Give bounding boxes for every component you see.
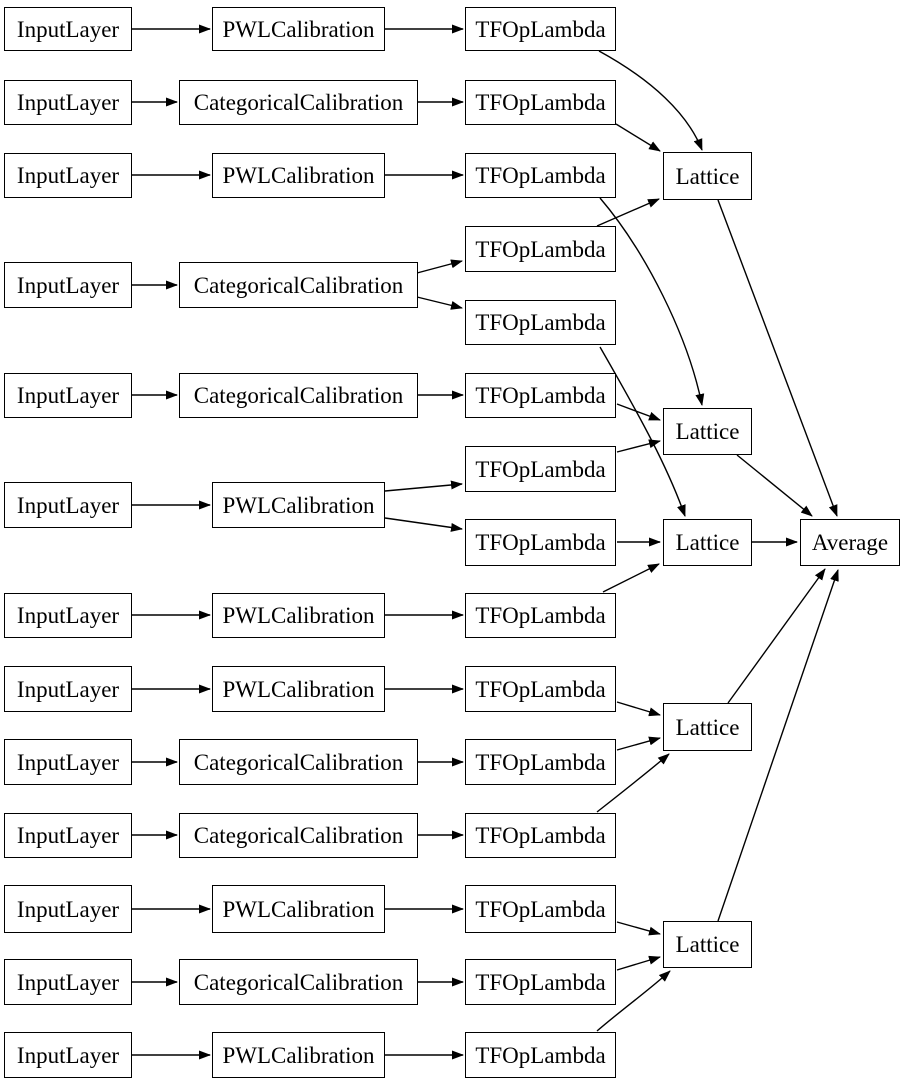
node-categoricalcalibration-3: CategoricalCalibration <box>179 373 418 418</box>
node-lattice-2: Lattice <box>663 408 752 455</box>
node-lattice-5: Lattice <box>663 921 752 968</box>
edge-tf14-lat5 <box>616 955 661 971</box>
node-tfoplambda-8: TFOpLambda <box>465 519 616 566</box>
node-pwlcalibration-7: PWLCalibration <box>212 1032 385 1078</box>
node-tfoplambda-15: TFOpLambda <box>465 1032 616 1078</box>
node-inputlayer-1: InputLayer <box>4 7 132 51</box>
edge-tf4-lat1 <box>596 198 660 227</box>
edge-lat4-avg <box>727 568 826 704</box>
node-inputlayer-10: InputLayer <box>4 813 132 858</box>
edge-tf11-lat4 <box>616 736 661 751</box>
node-pwlcalibration-4: PWLCalibration <box>212 593 385 638</box>
edge-lat5-avg <box>717 569 839 922</box>
node-pwlcalibration-2: PWLCalibration <box>212 153 385 198</box>
edge-tf3-lat2 <box>599 197 705 406</box>
node-inputlayer-4: InputLayer <box>4 262 132 308</box>
edge-cal6-tf8 <box>384 517 463 532</box>
edge-tf15-lat5 <box>596 970 671 1032</box>
node-inputlayer-12: InputLayer <box>4 959 132 1005</box>
node-inputlayer-8: InputLayer <box>4 666 132 712</box>
node-inputlayer-2: InputLayer <box>4 80 132 125</box>
edge-tf5-lat3 <box>599 346 686 517</box>
node-inputlayer-6: InputLayer <box>4 482 132 528</box>
edge-cal4-tf4 <box>416 259 463 274</box>
node-tfoplambda-10: TFOpLambda <box>465 666 616 712</box>
edge-lat1-avg <box>717 199 838 517</box>
node-average: Average <box>800 519 900 566</box>
node-categoricalcalibration-2: CategoricalCalibration <box>179 262 418 308</box>
node-categoricalcalibration-4: CategoricalCalibration <box>179 739 418 785</box>
node-tfoplambda-14: TFOpLambda <box>465 959 616 1005</box>
node-categoricalcalibration-1: CategoricalCalibration <box>179 80 418 125</box>
edge-lat2-avg <box>736 454 813 517</box>
node-inputlayer-5: InputLayer <box>4 373 132 418</box>
node-lattice-4: Lattice <box>663 703 752 751</box>
node-tfoplambda-1: TFOpLambda <box>465 7 616 51</box>
node-tfoplambda-7: TFOpLambda <box>465 446 616 492</box>
edge-cal6-tf7 <box>384 480 463 492</box>
node-categoricalcalibration-5: CategoricalCalibration <box>179 813 418 858</box>
node-inputlayer-13: InputLayer <box>4 1032 132 1078</box>
edge-tf10-lat4 <box>616 701 661 717</box>
node-tfoplambda-6: TFOpLambda <box>465 373 616 418</box>
edge-tf12-lat4 <box>596 753 670 813</box>
node-tfoplambda-13: TFOpLambda <box>465 885 616 933</box>
edge-tf9-lat3 <box>602 563 660 593</box>
node-inputlayer-7: InputLayer <box>4 593 132 638</box>
node-inputlayer-9: InputLayer <box>4 739 132 785</box>
node-tfoplambda-5: TFOpLambda <box>465 300 616 345</box>
node-pwlcalibration-1: PWLCalibration <box>212 7 385 51</box>
node-pwlcalibration-5: PWLCalibration <box>212 666 385 712</box>
edge-tf6-lat2 <box>616 403 661 421</box>
node-tfoplambda-3: TFOpLambda <box>465 153 616 198</box>
node-tfoplambda-2: TFOpLambda <box>465 80 616 125</box>
node-lattice-1: Lattice <box>663 152 752 200</box>
edge-tf13-lat5 <box>616 921 661 936</box>
edge-tf1-lat1 <box>598 50 703 151</box>
node-inputlayer-3: InputLayer <box>4 153 132 198</box>
node-tfoplambda-4: TFOpLambda <box>465 226 616 272</box>
node-categoricalcalibration-6: CategoricalCalibration <box>179 959 418 1005</box>
edge-cal4-tf5 <box>416 296 463 310</box>
node-lattice-3: Lattice <box>663 519 752 566</box>
node-tfoplambda-9: TFOpLambda <box>465 593 616 638</box>
node-pwlcalibration-3: PWLCalibration <box>212 482 385 528</box>
node-inputlayer-11: InputLayer <box>4 885 132 933</box>
node-tfoplambda-11: TFOpLambda <box>465 739 616 785</box>
node-tfoplambda-12: TFOpLambda <box>465 813 616 858</box>
node-pwlcalibration-6: PWLCalibration <box>212 885 385 933</box>
edge-tf2-lat1 <box>615 123 661 152</box>
